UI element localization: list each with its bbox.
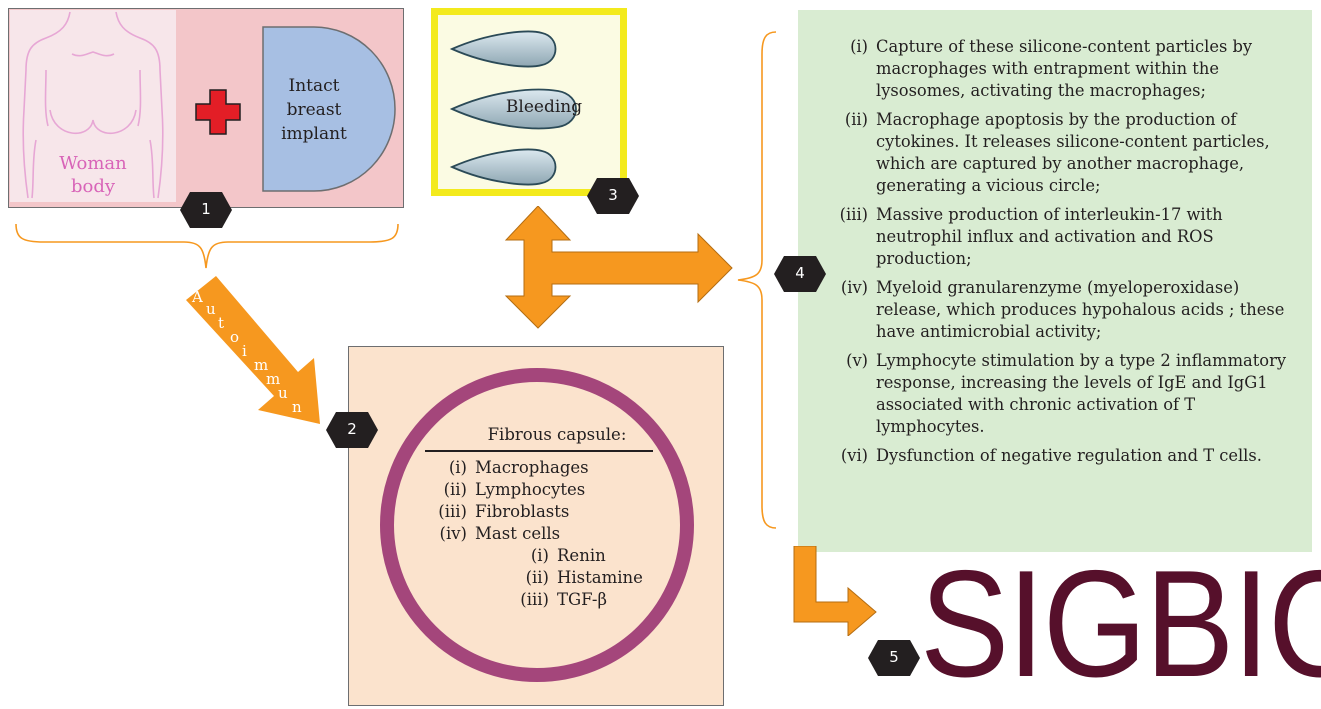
arrow-letter: t [218, 314, 225, 332]
item-num: (ii) [844, 110, 868, 129]
bleeding-label: Bleeding [505, 97, 583, 117]
item-text: Fibroblasts [475, 502, 570, 521]
arrow-letter: u [278, 384, 288, 402]
item-num: (iv) [439, 524, 467, 543]
list-item: (i) Macrophages [389, 457, 689, 479]
item-text: Myeloid granularenzyme (myeloperoxidase)… [876, 278, 1285, 341]
arrow-letter: A [192, 288, 203, 306]
arrow-letter: u [206, 300, 216, 318]
subitem-text: Renin [557, 546, 606, 565]
list-item: (iv) Myeloid granularenzyme (myeloperoxid… [798, 277, 1308, 343]
breast-implant-shape [262, 26, 396, 192]
hexagon-marker-4 [774, 256, 826, 292]
implant-label-line3: implant [281, 124, 347, 144]
item-text: Macrophage apoptosis by the production o… [876, 110, 1270, 195]
item-num: (iii) [438, 502, 467, 521]
marker-5-label: 5 [889, 648, 899, 666]
subitem-text: Histamine [557, 568, 643, 587]
panel-fibrous-capsule: Fibrous capsule: (i) Macrophages (ii) Lymp… [348, 346, 724, 706]
list-item: (iii) TGF-β [389, 589, 689, 611]
list-item: (ii) Macrophage apoptosis by the producti… [798, 109, 1308, 197]
arrow-letter: m [266, 370, 281, 388]
capsule-title: Fibrous capsule: [487, 425, 627, 444]
marker-3-label: 3 [608, 186, 618, 204]
item-text: Lymphocyte stimulation by a type 2 infla… [876, 351, 1287, 436]
item-text: Mast cells [475, 524, 561, 543]
item-text: Massive production of interleukin-17 wit… [876, 205, 1223, 268]
woman-label-line1: Woman [59, 153, 127, 174]
item-text: Capture of these silicone-content partic… [876, 37, 1253, 100]
item-num: (ii) [443, 480, 467, 499]
bidirectional-arrows [504, 206, 733, 329]
item-text: Lymphocytes [475, 480, 586, 499]
item-num: (iii) [839, 205, 868, 224]
list-item: (v) Lymphocyte stimulation by a type 2 in… [798, 350, 1308, 438]
item-text: Macrophages [475, 458, 589, 477]
list-item: (i) Capture of these silicone-content par… [798, 36, 1308, 102]
subitem-text: TGF-β [557, 590, 608, 609]
brace-left-panel4 [737, 31, 777, 529]
item-text: Dysfunction of negative regulation and T… [876, 446, 1262, 465]
implant-label-line2: breast [286, 100, 342, 120]
subitem-num: (i) [530, 546, 549, 565]
blood-drops-icon [449, 30, 577, 186]
item-num: (iv) [840, 278, 868, 297]
panel-mechanisms: (i) Capture of these silicone-content par… [798, 10, 1312, 552]
list-item: (iii) Massive production of interleukin-1… [798, 204, 1308, 270]
woman-body-box: Woman body [10, 10, 176, 202]
mechanism-list: (i) Capture of these silicone-content par… [798, 36, 1308, 467]
brace-under-panel1 [15, 224, 399, 269]
list-item: (vi) Dysfunction of negative regulation a… [798, 445, 1308, 467]
hexagon-marker-2 [326, 412, 378, 448]
autoimmune-arrow [186, 276, 320, 424]
item-num: (i) [448, 458, 467, 477]
subitem-num: (ii) [525, 568, 549, 587]
sigbic-title: SIGBIC [920, 539, 1321, 709]
implant-label-line1: Intact [288, 76, 340, 96]
autoimmune-arrow-letters: A u t o i m m u n [180, 270, 340, 430]
list-item: (i) Renin [389, 545, 689, 567]
item-num: (i) [850, 37, 868, 56]
elbow-arrow-to-outcome [793, 546, 877, 636]
list-item: (iii) Fibroblasts [389, 501, 689, 523]
marker-4-label: 4 [795, 264, 805, 282]
capsule-ring [380, 368, 694, 682]
panel-bleeding: Bleeding [431, 8, 627, 196]
hexagon-marker-5 [868, 640, 920, 676]
woman-label-line2: body [70, 176, 116, 197]
arrow-letter: i [242, 342, 247, 360]
marker-1-label: 1 [201, 200, 211, 218]
item-num: (vi) [840, 446, 868, 465]
list-item: (ii) Lymphocytes [389, 479, 689, 501]
arrow-letter: o [230, 328, 240, 346]
marker-2-label: 2 [347, 420, 357, 438]
plus-cross-icon [195, 89, 241, 135]
item-num: (v) [846, 351, 868, 370]
capsule-list: (i) Macrophages (ii) Lymphocytes (iii) Fibr… [389, 457, 689, 611]
implant-label: Intact breast implant [254, 74, 374, 146]
arrow-letter: n [292, 398, 302, 416]
woman-body-label: Woman body [10, 152, 176, 198]
woman-silhouette-icon [22, 11, 164, 199]
hexagon-marker-3 [587, 178, 639, 214]
hexagon-marker-1 [180, 192, 232, 228]
subitem-num: (iii) [520, 590, 549, 609]
arrow-letter: m [254, 356, 269, 374]
list-item: (ii) Histamine [389, 567, 689, 589]
list-item: (iv) Mast cells [389, 523, 689, 545]
